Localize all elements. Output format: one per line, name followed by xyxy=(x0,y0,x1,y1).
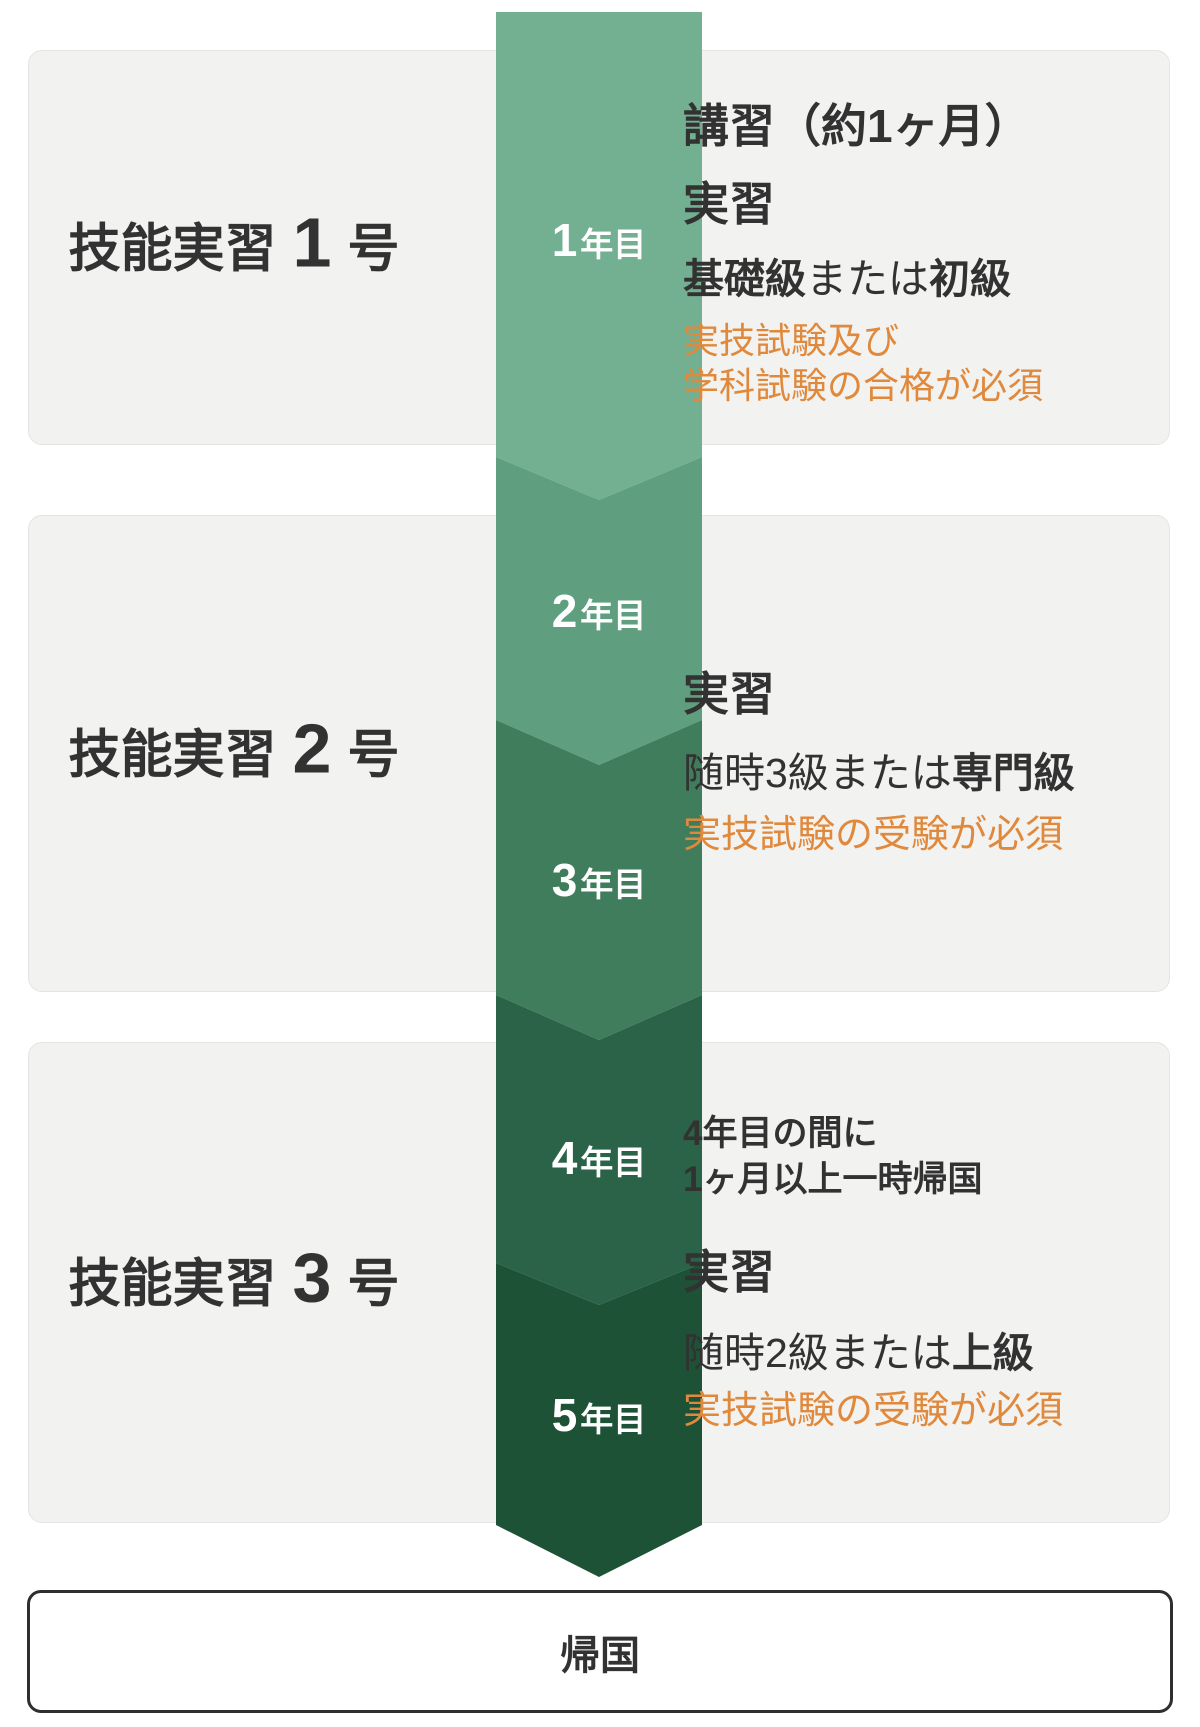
stage3-practice-line: 実習 xyxy=(683,1246,775,1298)
stage3-return-note-1: 4年目の間に xyxy=(683,1114,878,1153)
year-suffix: 年目 xyxy=(580,1401,647,1438)
year-number: 3 xyxy=(551,854,578,906)
stage-title-name: 技能実習 xyxy=(68,1255,277,1314)
year-label-3: 3年目 xyxy=(496,857,702,903)
stage2-practice-line: 実習 xyxy=(683,668,775,720)
year-number: 4 xyxy=(551,1132,578,1184)
year-label-5: 5年目 xyxy=(496,1392,702,1438)
stage3-grade-line: 随時2級または上級 xyxy=(683,1330,1034,1377)
grade-level: 基礎級 xyxy=(683,256,806,302)
return-box: 帰国 xyxy=(27,1590,1173,1713)
stage1-practice-line: 実習 xyxy=(683,178,775,230)
stage-title-suffix: 号 xyxy=(347,1255,400,1314)
stage3-return-note-2: 1ヶ月以上一時帰国 xyxy=(683,1160,983,1199)
grade-level-alt: 専門級 xyxy=(951,750,1075,796)
year-number: 2 xyxy=(551,585,578,637)
stage1-grade-line: 基礎級または初級 xyxy=(683,256,1011,303)
grade-level: 随時2級 xyxy=(683,1330,829,1376)
stage1-lecture-line: 講習（約1ヶ月） xyxy=(683,100,1031,152)
year-suffix: 年目 xyxy=(580,1144,647,1181)
grade-level-alt: 初級 xyxy=(929,256,1011,302)
stage3-exam-note: 実技試験の受験が必須 xyxy=(683,1390,1064,1432)
stage-title-number: 2 xyxy=(292,709,332,788)
stage-title-suffix: 号 xyxy=(347,726,400,785)
return-label: 帰国 xyxy=(560,1633,640,1678)
year-suffix: 年目 xyxy=(580,597,647,634)
year-label-2: 2年目 xyxy=(496,588,702,634)
year-number: 5 xyxy=(551,1389,578,1441)
stage-title-number: 1 xyxy=(292,203,332,282)
arrow-segment-year5 xyxy=(496,1263,702,1577)
arrow-segment-year4 xyxy=(496,995,702,1305)
year-label-1: 1年目 xyxy=(496,217,702,263)
arrow-segment-year2 xyxy=(496,457,702,765)
stage-title-number: 3 xyxy=(292,1238,332,1317)
grade-or: または xyxy=(806,256,929,302)
year-suffix: 年目 xyxy=(580,866,647,903)
year-number: 1 xyxy=(551,214,578,266)
year-label-4: 4年目 xyxy=(496,1135,702,1181)
stage1-exam-note-2: 学科試験の合格が必須 xyxy=(683,365,1044,406)
stage-title-name: 技能実習 xyxy=(68,220,277,279)
stage-title-suffix: 号 xyxy=(347,220,400,279)
arrow-segment-year1 xyxy=(496,12,702,500)
stage2-exam-note: 実技試験の受験が必須 xyxy=(683,814,1064,856)
grade-level: 随時3級 xyxy=(683,750,829,796)
arrow-segment-year3 xyxy=(496,720,702,1040)
year-suffix: 年目 xyxy=(580,226,647,263)
stage2-grade-line: 随時3級または専門級 xyxy=(683,750,1075,797)
grade-or: または xyxy=(828,750,952,796)
stage-title-name: 技能実習 xyxy=(68,726,277,785)
stage1-exam-note-1: 実技試験及び xyxy=(683,320,900,361)
grade-level-alt: 上級 xyxy=(951,1330,1034,1376)
grade-or: または xyxy=(828,1330,952,1376)
